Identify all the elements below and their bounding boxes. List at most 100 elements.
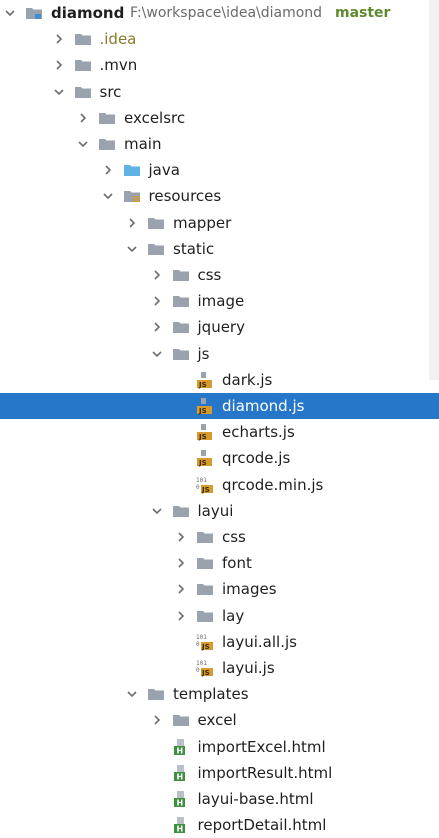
minified-js-file-icon: 101 0 JS	[196, 633, 214, 651]
tree-row[interactable]: H layui-base.html	[0, 786, 439, 812]
tree-item-label: jquery	[197, 318, 245, 337]
folder-icon	[172, 292, 190, 310]
vertical-scrollbar[interactable]	[429, 0, 439, 380]
tree-row[interactable]: H importExcel.html	[0, 734, 439, 760]
folder-icon	[196, 554, 214, 572]
tree-row[interactable]: css	[0, 524, 439, 550]
chevron-down-icon[interactable]	[126, 243, 138, 255]
js-file-icon: JS	[196, 371, 214, 389]
tree-row[interactable]: .idea	[0, 26, 439, 52]
tree-item-label: excelsrc	[124, 108, 186, 127]
tree-row[interactable]: js	[0, 341, 439, 367]
folder-icon	[196, 607, 214, 625]
chevron-right-icon[interactable]	[151, 269, 163, 281]
tree-row[interactable]: resources	[0, 183, 439, 209]
tree-item-label: java	[148, 161, 180, 180]
chevron-right-icon[interactable]	[175, 610, 187, 622]
tree-row[interactable]: excel	[0, 707, 439, 733]
chevron-right-icon[interactable]	[175, 531, 187, 543]
folder-icon	[172, 345, 190, 363]
tree-row[interactable]: excelsrc	[0, 105, 439, 131]
tree-row[interactable]: font	[0, 550, 439, 576]
tree-row[interactable]: lay	[0, 603, 439, 629]
folder-icon	[196, 528, 214, 546]
tree-item-label: qrcode.js	[222, 449, 291, 468]
tree-row[interactable]: 101 0 JS layui.all.js	[0, 629, 439, 655]
tree-row[interactable]: 101 0 JS layui.js	[0, 655, 439, 681]
tree-row[interactable]: 101 0 JS qrcode.min.js	[0, 472, 439, 498]
svg-text:101: 101	[196, 660, 207, 667]
chevron-down-icon[interactable]	[4, 7, 16, 19]
tree-item-label: main	[124, 135, 162, 153]
tree-row[interactable]: H importResult.html	[0, 760, 439, 786]
tree-row[interactable]: JS echarts.js	[0, 419, 439, 445]
tree-row[interactable]: JS dark.js	[0, 367, 439, 393]
tree-item-label: css	[197, 266, 222, 284]
chevron-down-icon[interactable]	[151, 505, 163, 517]
tree-row[interactable]: main	[0, 131, 439, 157]
svg-text:101: 101	[196, 477, 207, 484]
tree-item-label: reportDetail.html	[197, 816, 327, 835]
tree-item-label: qrcode.min.js	[222, 475, 324, 494]
chevron-down-icon[interactable]	[53, 86, 65, 98]
chevron-right-icon[interactable]	[175, 583, 187, 595]
tree-item-label: src	[99, 82, 122, 101]
tree-row[interactable]: src	[0, 79, 439, 105]
tree-row[interactable]: java	[0, 157, 439, 183]
tree-item-label: diamond	[51, 4, 125, 22]
tree-item-label: css	[222, 528, 246, 546]
minified-js-file-icon: 101 0 JS	[196, 659, 214, 677]
svg-text:JS: JS	[198, 381, 207, 389]
tree-item-label: echarts.js	[222, 423, 295, 442]
chevron-down-icon[interactable]	[102, 190, 114, 202]
tree-row[interactable]: static	[0, 236, 439, 262]
chevron-right-icon[interactable]	[102, 164, 114, 176]
tree-item-label: image	[197, 292, 245, 311]
folder-icon	[98, 109, 116, 127]
chevron-down-icon[interactable]	[126, 688, 138, 700]
folder-icon	[147, 214, 165, 232]
chevron-down-icon[interactable]	[77, 138, 89, 150]
tree-item-label: static	[173, 239, 215, 258]
svg-text:JS: JS	[198, 459, 207, 467]
folder-icon	[172, 318, 190, 336]
svg-text:0: 0	[196, 667, 200, 674]
tree-item-label: .mvn	[99, 56, 138, 75]
project-folder-icon	[25, 4, 43, 22]
tree-item-label: mapper	[173, 213, 232, 232]
tree-row[interactable]: css	[0, 262, 439, 288]
chevron-right-icon[interactable]	[53, 33, 65, 45]
chevron-right-icon[interactable]	[53, 59, 65, 71]
git-branch-label: master	[335, 5, 391, 21]
svg-text:H: H	[176, 746, 183, 755]
tree-item-label: lay	[222, 606, 245, 625]
tree-row[interactable]: JS diamond.js	[0, 393, 439, 419]
html-file-icon: H	[172, 764, 190, 782]
svg-text:JS: JS	[198, 433, 207, 441]
svg-text:101: 101	[196, 634, 207, 641]
chevron-right-icon[interactable]	[151, 295, 163, 307]
tree-row[interactable]: mapper	[0, 210, 439, 236]
svg-text:0: 0	[196, 641, 200, 648]
chevron-right-icon[interactable]	[175, 557, 187, 569]
tree-row[interactable]: image	[0, 288, 439, 314]
chevron-right-icon[interactable]	[126, 217, 138, 229]
html-file-icon: H	[172, 816, 190, 834]
js-file-icon: JS	[196, 449, 214, 467]
tree-row[interactable]: jquery	[0, 314, 439, 340]
chevron-down-icon[interactable]	[151, 348, 163, 360]
tree-item-label: font	[222, 554, 252, 573]
tree-row[interactable]: templates	[0, 681, 439, 707]
tree-row[interactable]: H reportDetail.html	[0, 812, 439, 838]
chevron-right-icon[interactable]	[151, 321, 163, 333]
chevron-right-icon[interactable]	[151, 714, 163, 726]
svg-text:0: 0	[196, 484, 200, 491]
tree-row[interactable]: JS qrcode.js	[0, 445, 439, 471]
chevron-right-icon[interactable]	[77, 112, 89, 124]
tree-row[interactable]: layui	[0, 498, 439, 524]
tree-item-label: importResult.html	[197, 763, 333, 782]
tree-row[interactable]: images	[0, 576, 439, 602]
tree-row[interactable]: .mvn	[0, 52, 439, 78]
tree-item-label: importExcel.html	[197, 737, 326, 756]
